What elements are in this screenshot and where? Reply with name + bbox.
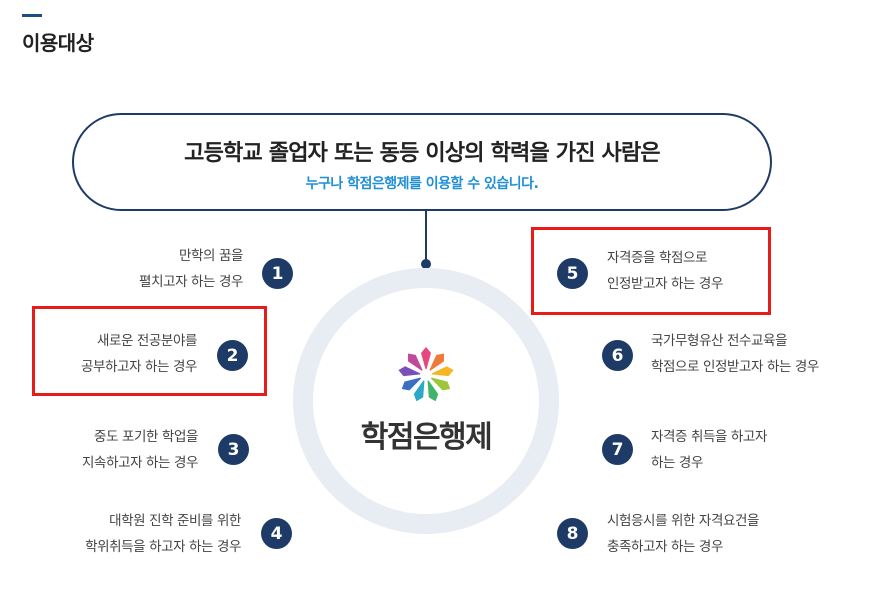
eligibility-item-3-badge: 3: [218, 434, 249, 465]
eligibility-item-1-badge: 1: [262, 258, 293, 289]
eligibility-item-2-badge: 2: [217, 340, 248, 371]
flower-logo-icon: [398, 347, 454, 402]
eligibility-item-8-badge: 8: [557, 518, 588, 549]
connector-dot: [421, 259, 431, 269]
center-ring: [293, 268, 559, 534]
section-title: 이용대상: [22, 31, 94, 55]
title-accent-bar: [22, 14, 42, 17]
highlight-box-item-5: [531, 227, 771, 315]
eligibility-item-6-badge: 6: [602, 340, 633, 371]
eligibility-item-7-badge: 7: [602, 434, 633, 465]
eligibility-item-4-badge: 4: [261, 518, 292, 549]
banner-sub-text: 누구나 학점은행제를 이용할 수 있습니다.: [305, 176, 539, 192]
center-logo-text: 학점은행제: [360, 420, 493, 455]
highlight-box-item-2: [32, 306, 267, 396]
banner-connector-line: [425, 211, 427, 261]
banner-main-text: 고등학교 졸업자 또는 동등 이상의 학력을 가진 사람은: [184, 141, 661, 166]
eligibility-item-5-badge: 5: [557, 258, 588, 289]
eligibility-banner: 고등학교 졸업자 또는 동등 이상의 학력을 가진 사람은 누구나 학점은행제를…: [72, 113, 772, 211]
center-circle: [313, 288, 539, 514]
